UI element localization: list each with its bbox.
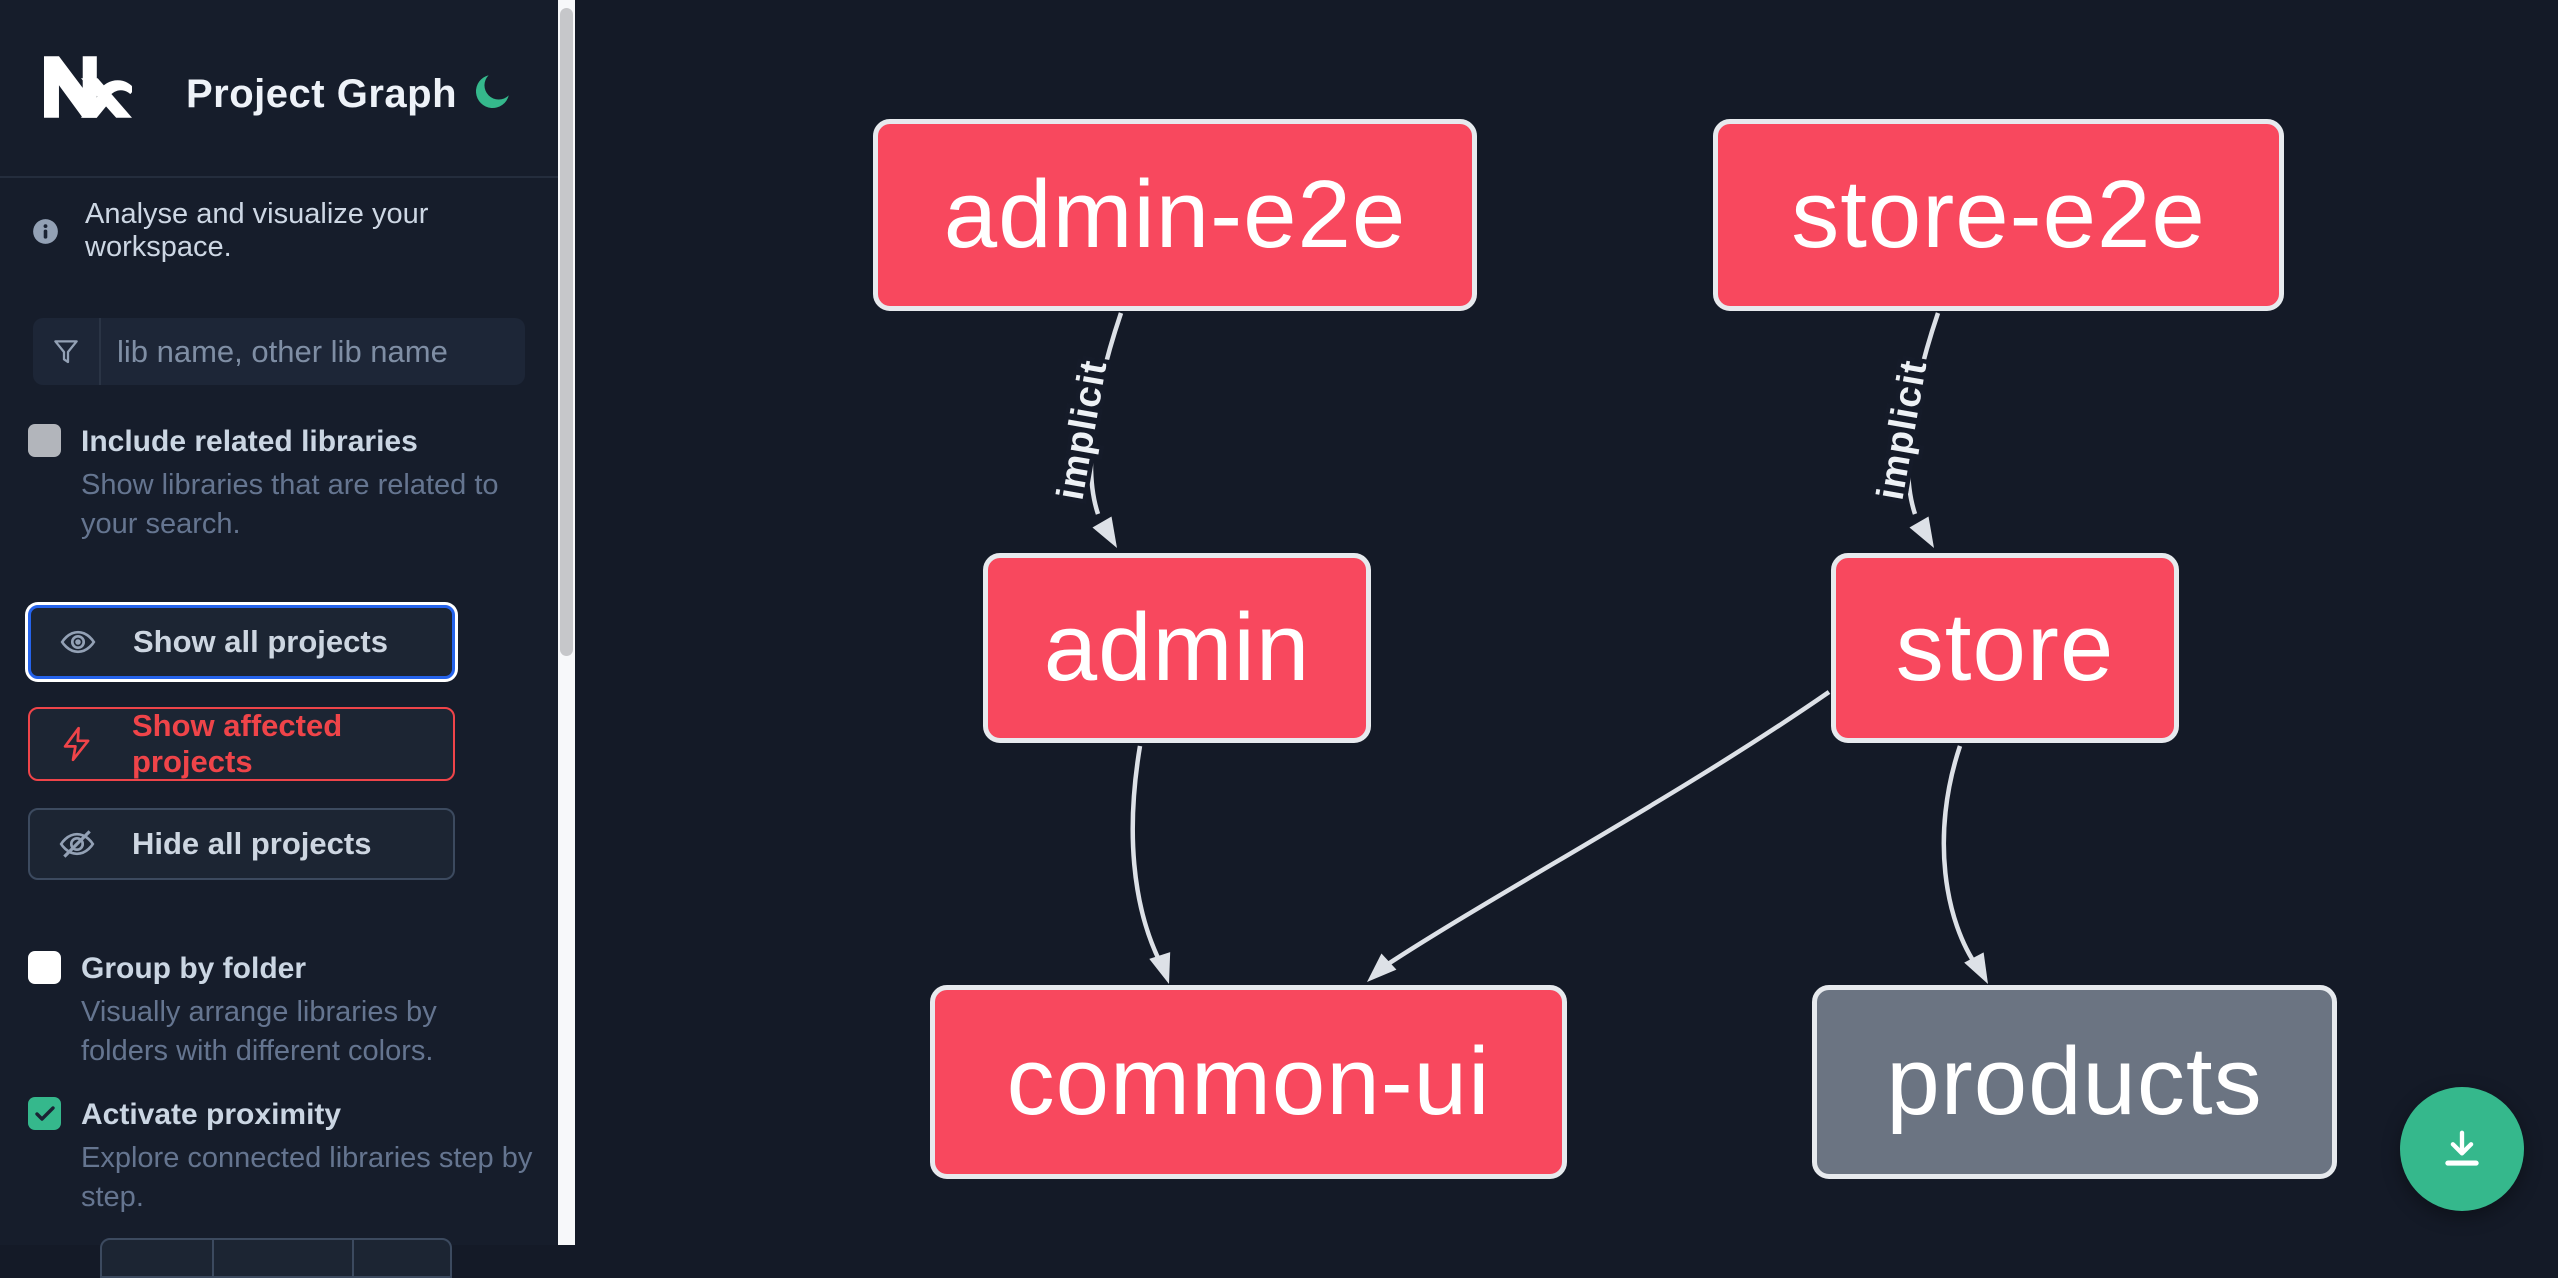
hide-all-projects-button[interactable]: Hide all projects <box>28 808 455 880</box>
graph-node-store[interactable]: store <box>1831 553 2179 743</box>
search-input[interactable] <box>101 318 525 385</box>
eye-icon <box>60 630 96 654</box>
tagline-text: Analyse and visualize your workspace. <box>85 198 429 263</box>
option-label: Include related libraries <box>81 425 418 458</box>
option-description: Show libraries that are related to your … <box>81 469 499 540</box>
graph-node-admin[interactable]: admin <box>983 553 1371 743</box>
lightning-bolt-icon <box>63 726 90 762</box>
nx-logo-icon <box>44 56 132 118</box>
option-description: Visually arrange libraries by folders wi… <box>81 996 437 1067</box>
edge-admin-common-ui <box>1130 745 1163 963</box>
graph-edges <box>1088 312 1988 984</box>
button-label: Show all projects <box>133 624 388 659</box>
page-title: Project Graph <box>186 72 458 116</box>
graph-node-products[interactable]: products <box>1812 985 2337 1179</box>
info-icon <box>33 218 58 244</box>
checkmark-icon <box>34 1105 55 1121</box>
graph-node-store-e2e[interactable]: store-e2e <box>1713 119 2284 311</box>
sidebar: Project Graph Analyse and visualize your… <box>0 0 558 1278</box>
option-label: Activate proximity <box>81 1098 342 1131</box>
graph-node-admin-e2e[interactable]: admin-e2e <box>873 119 1477 311</box>
sidebar-header: Project Graph <box>0 0 558 178</box>
sidebar-scrollbar-track[interactable] <box>558 0 575 1245</box>
library-filter <box>33 318 525 385</box>
button-label: Show affected projects <box>132 708 343 779</box>
download-icon <box>2445 1130 2479 1166</box>
option-activate-proximity: Activate proximity Explore connected lib… <box>28 1095 539 1217</box>
stepper-segment[interactable] <box>102 1240 214 1276</box>
theme-toggle-moon-icon[interactable] <box>472 70 514 112</box>
filter-funnel-cell <box>33 318 101 385</box>
group-by-folder-checkbox[interactable] <box>28 951 61 984</box>
proximity-stepper-partial[interactable] <box>100 1238 452 1278</box>
arrowhead <box>1964 952 1988 984</box>
show-affected-projects-button[interactable]: Show affected projects <box>28 707 455 781</box>
button-label: Hide all projects <box>132 826 372 861</box>
edge-store-common-ui <box>1386 690 1831 966</box>
edge-store-products <box>1941 745 1980 970</box>
graph-node-common-ui[interactable]: common-ui <box>930 985 1567 1179</box>
sidebar-scrollbar-thumb[interactable] <box>560 8 573 656</box>
workspace-tagline: Analyse and visualize your workspace. <box>32 198 558 264</box>
arrowhead <box>1367 953 1397 982</box>
eye-off-icon <box>59 830 95 858</box>
download-graph-button[interactable] <box>2400 1087 2524 1211</box>
arrowhead <box>1909 516 1934 548</box>
include-related-checkbox[interactable] <box>28 424 61 457</box>
show-all-projects-button[interactable]: Show all projects <box>28 605 455 679</box>
option-include-related: Include related libraries Show libraries… <box>28 422 531 544</box>
activate-proximity-checkbox[interactable] <box>28 1097 61 1130</box>
option-label: Group by folder <box>81 952 306 985</box>
arrowhead <box>1149 952 1171 984</box>
option-description: Explore connected libraries step by step… <box>81 1142 533 1213</box>
stepper-segment[interactable] <box>214 1240 354 1276</box>
funnel-icon <box>54 339 78 363</box>
arrowhead <box>1092 516 1117 548</box>
edge-admin-e2e-admin <box>1088 312 1124 515</box>
stepper-segment[interactable] <box>354 1240 450 1276</box>
option-group-by-folder: Group by folder Visually arrange librari… <box>28 949 513 1071</box>
edge-store-e2e-store <box>1905 312 1941 515</box>
